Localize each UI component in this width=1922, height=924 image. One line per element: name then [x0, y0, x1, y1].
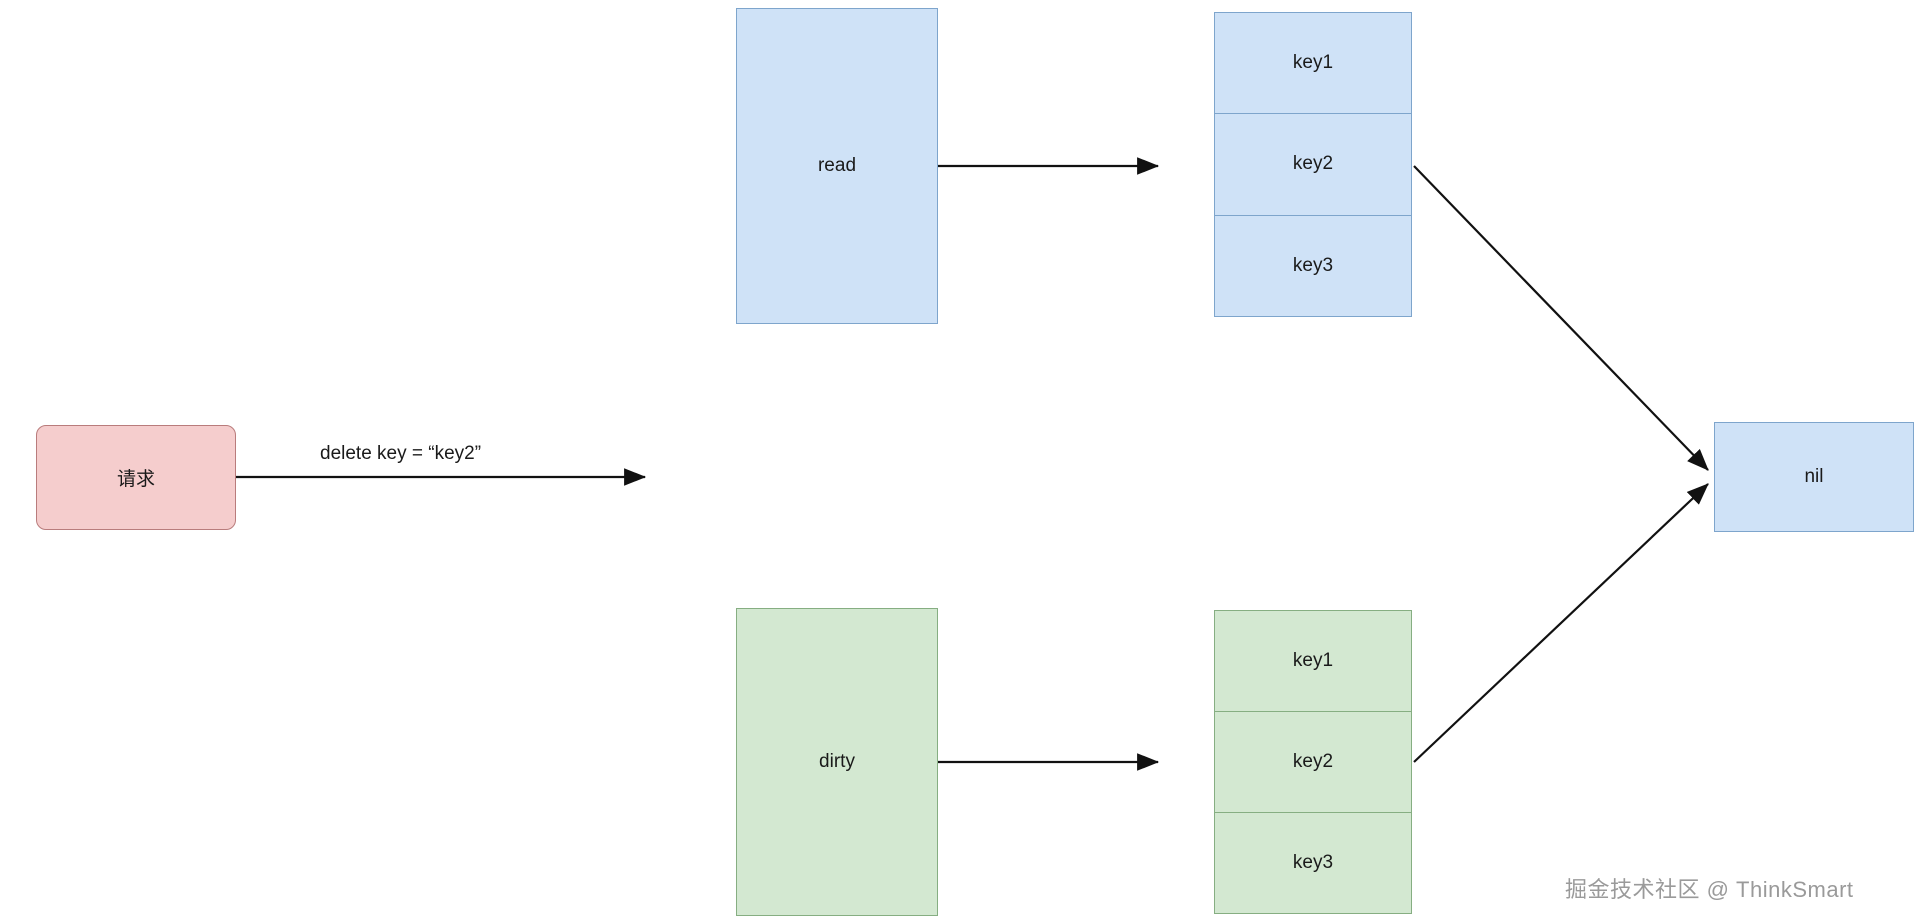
node-request[interactable]: 请求	[36, 425, 236, 530]
list-item[interactable]: key1	[1214, 12, 1412, 114]
watermark-text: 掘金技术社区 @ ThinkSmart	[1565, 877, 1854, 902]
node-request-label: 请求	[116, 469, 155, 490]
read-key-stack: key1 key2 key3	[1214, 12, 1412, 317]
edge-label-delete-key: delete key = “key2”	[320, 443, 482, 464]
list-item[interactable]: key3	[1214, 214, 1412, 317]
node-dirty[interactable]: dirty	[736, 608, 938, 916]
edge-readkey2-to-nil	[1413, 165, 1709, 471]
list-item[interactable]: key3	[1214, 812, 1412, 914]
node-dirty-label: dirty	[819, 751, 855, 772]
dirty-key-stack: key1 key2 key3	[1214, 610, 1412, 914]
node-read[interactable]: read	[736, 8, 938, 324]
node-nil-label: nil	[1804, 466, 1824, 487]
node-read-label: read	[817, 155, 857, 176]
list-item[interactable]: key2	[1214, 711, 1412, 812]
list-item[interactable]: key1	[1214, 610, 1412, 711]
node-nil[interactable]: nil	[1714, 422, 1914, 532]
list-item[interactable]: key2	[1214, 113, 1412, 215]
edge-dirtykey2-to-nil	[1413, 483, 1709, 763]
